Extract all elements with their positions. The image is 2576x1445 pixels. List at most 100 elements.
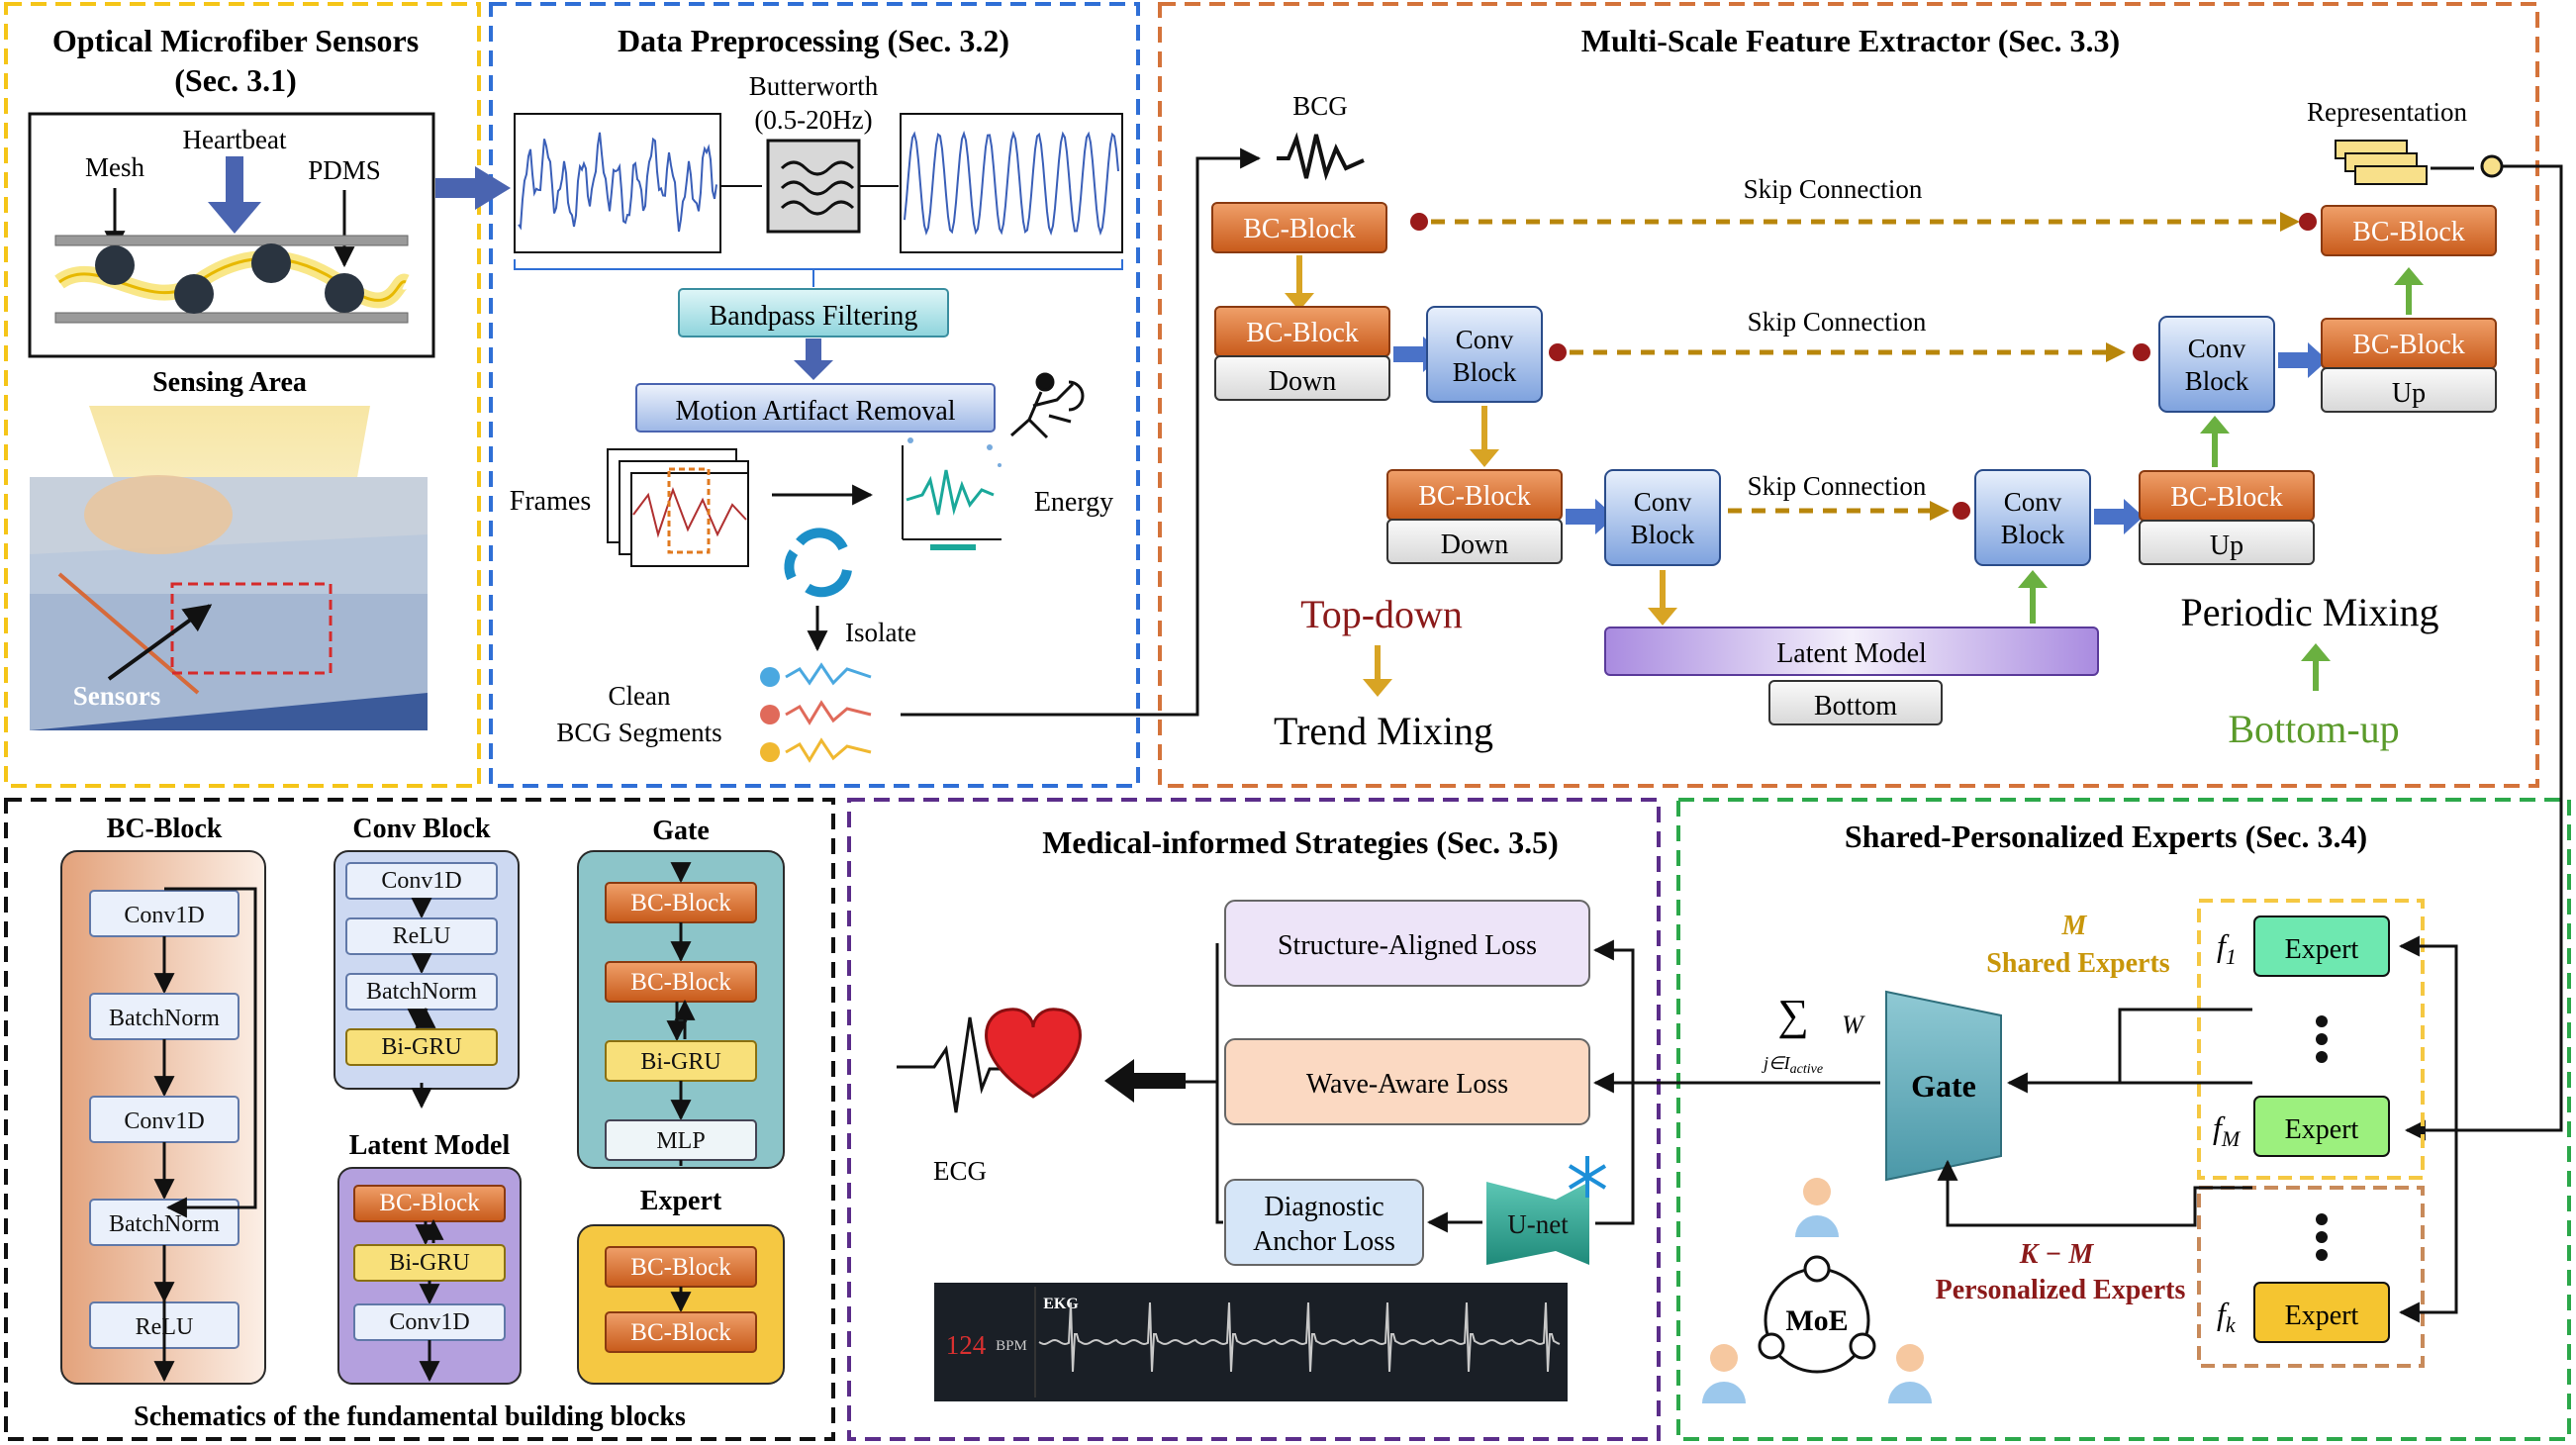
svg-text:fk: fk [2217, 1296, 2237, 1337]
structure-aligned-loss: Structure-Aligned Loss [1224, 900, 1590, 987]
representation-icon [2335, 140, 2428, 185]
sensors-photo-label: Sensors [73, 681, 161, 711]
conv-block-dec-1: Conv Block [2158, 316, 2275, 413]
running-person-icon [1010, 372, 1085, 439]
raw-signal-line [518, 132, 717, 233]
svg-text:BatchNorm: BatchNorm [366, 979, 477, 1005]
personalized-experts-label: Personalized Experts [1936, 1275, 2186, 1305]
svg-text:Skip Connection: Skip Connection [1748, 471, 1927, 501]
svg-text:BatchNorm: BatchNorm [109, 1006, 220, 1031]
conv-block-dec-2: Conv Block [1974, 469, 2091, 566]
svg-text:Expert: Expert [2285, 1114, 2359, 1145]
top-down-label: Top-down [1300, 592, 1463, 636]
bc-schematic-item-1: BatchNorm [89, 993, 239, 1040]
svg-text:BC-Block: BC-Block [379, 1190, 480, 1216]
svg-text:MoE: MoE [1785, 1304, 1848, 1337]
conv-schematic-item-1: ReLU [345, 917, 498, 955]
shared-experts-label: Shared Experts [1986, 948, 2169, 979]
km-label: K − M [2019, 1239, 2095, 1270]
svg-text:Block: Block [1453, 357, 1517, 387]
svg-text:BC-Block: BC-Block [2170, 482, 2283, 513]
svg-text:Wave-Aware Loss: Wave-Aware Loss [1306, 1069, 1508, 1100]
svg-text:124: 124 [946, 1330, 987, 1360]
svg-text:U-net: U-net [1507, 1209, 1569, 1239]
svg-text:Conv: Conv [2188, 334, 2246, 363]
expert-schematic-title: Expert [640, 1186, 722, 1216]
panel1-to-panel2-arrow [435, 166, 511, 210]
svg-text:Latent Model: Latent Model [1776, 638, 1927, 669]
svg-text:Expert: Expert [2285, 934, 2359, 965]
extractor-title: Multi-Scale Feature Extractor (Sec. 3.3) [1581, 23, 2120, 58]
bc-block-dec-2: BC-Block Up [2139, 470, 2315, 565]
sensors-panel [4, 2, 481, 788]
expert-f1: f1 Expert [2217, 915, 2390, 977]
bcg-label: BCG [1292, 91, 1348, 121]
conv-block-schematic-title: Conv Block [352, 814, 491, 844]
blocks-panel [4, 798, 835, 1441]
energy-label: Energy [1034, 487, 1113, 518]
preprocessing-panel [489, 2, 1140, 788]
bc-block-dec-0: BC-Block [2321, 205, 2497, 256]
medical-panel [847, 798, 1661, 1441]
clean-segments-icon [760, 662, 872, 763]
svg-text:Conv1D: Conv1D [389, 1309, 469, 1335]
gate-schematic-item-3: MLP [605, 1119, 757, 1161]
skip-connection-1: Skip Connection [1549, 307, 2150, 362]
mesh-label: Mesh [85, 152, 144, 182]
bc-block-enc-0: BC-Block [1211, 202, 1387, 253]
svg-text:Skip Connection: Skip Connection [1744, 174, 1923, 204]
svg-text:fM: fM [2213, 1109, 2242, 1151]
representation-node [2480, 154, 2504, 178]
bandpass-filtering-step [678, 288, 949, 337]
skip-connection-0: Skip Connection [1410, 174, 2317, 232]
skip-connection-2: Skip Connection [1728, 471, 1970, 521]
svg-text:Bi-GRU: Bi-GRU [381, 1034, 461, 1060]
butterworth-label: Butterworth [749, 71, 879, 101]
svg-text:MLP: MLP [656, 1128, 705, 1154]
filtered-signal-line [904, 130, 1119, 237]
svg-text:BPM: BPM [996, 1338, 1027, 1354]
isolate-label: Isolate [845, 618, 916, 647]
svg-text:f1: f1 [2217, 927, 2237, 969]
motion-artifact-label: Motion Artifact Removal [675, 396, 955, 427]
loss-to-ecg-arrow [1104, 1059, 1186, 1103]
svg-text:W: W [1842, 1011, 1865, 1039]
unet-icon: U-net [1486, 1182, 1589, 1265]
svg-text:Bi-GRU: Bi-GRU [389, 1250, 469, 1276]
wave-aware-loss: Wave-Aware Loss [1224, 1038, 1590, 1125]
trend-mixing-label: Trend Mixing [1274, 709, 1493, 753]
ellipsis-dots [2316, 1015, 2328, 1261]
recycle-icon [784, 528, 852, 598]
diagnostic-anchor-loss: Diagnostic Anchor Loss [1224, 1179, 1424, 1266]
periodic-mixing-label: Periodic Mixing [2180, 590, 2438, 634]
ecg-wave-icon [897, 1016, 1029, 1113]
bcg-wave-icon [1277, 132, 1365, 181]
bc-block-dec-1: BC-Block Up [2321, 318, 2497, 413]
conv-block-enc-1: Conv Block [1426, 306, 1543, 403]
bc-schematic-item-2: Conv1D [89, 1096, 239, 1143]
blocks-caption: Schematics of the fundamental building b… [134, 1401, 686, 1432]
raw-signal-plot [514, 113, 721, 253]
svg-text:Block: Block [2185, 366, 2249, 396]
bottom-label-box: Bottom [1768, 680, 1943, 725]
gate-node: Gate [1885, 990, 2002, 1182]
conv-schematic-item-2: BatchNorm [345, 973, 498, 1011]
bc-schematic-item-0: Conv1D [89, 890, 239, 937]
svg-text:Expert: Expert [2285, 1300, 2359, 1331]
conv-schematic-item-3: Bi-GRU [345, 1028, 498, 1066]
svg-text:Conv1D: Conv1D [124, 903, 204, 928]
clean-label: Clean [609, 681, 671, 711]
preprocess-to-extractor-line [901, 147, 1262, 717]
frames-stack [607, 448, 749, 567]
latent-schematic-item-0: BC-Block [353, 1185, 506, 1222]
svg-text:BC-Block: BC-Block [1246, 318, 1359, 348]
bc-block-enc-1: BC-Block Down [1214, 306, 1390, 401]
svg-text:Diagnostic: Diagnostic [1264, 1192, 1383, 1222]
shared-m-label: M [2061, 911, 2088, 941]
sensors-title: Optical Microfiber Sensors [52, 23, 419, 58]
gate-schematic-item-2: Bi-GRU [605, 1040, 757, 1082]
expert-schematic-item-0: BC-Block [605, 1246, 757, 1288]
